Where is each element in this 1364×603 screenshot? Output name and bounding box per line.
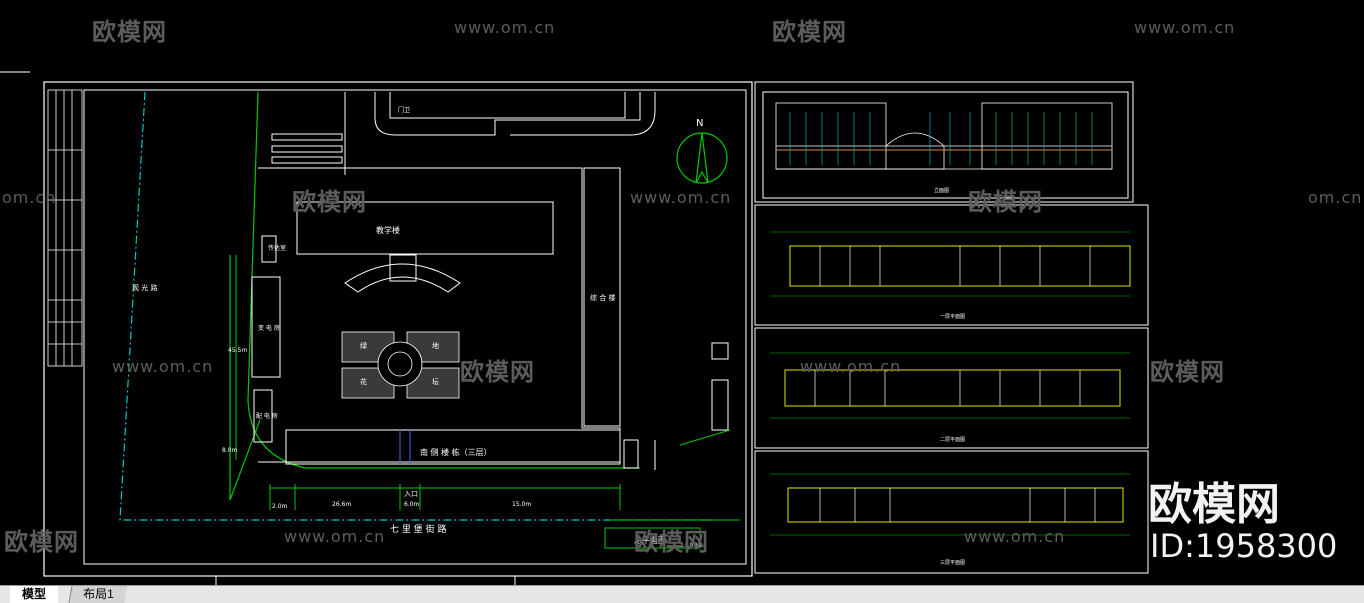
label-small-4: 门卫 [398, 106, 410, 114]
cad-drawing: N 门卫 教学楼 南 侧 楼 栋（三层） 传达室 变 电 房 配 电 房 观 光… [0, 71, 1149, 585]
label-garden-2: 地 [432, 341, 439, 350]
dim-3: 6.0m [404, 501, 420, 508]
floor-plan-sheet-1 [754, 204, 1149, 326]
label-building-bottom: 南 侧 楼 栋（三层） [420, 447, 492, 457]
building-south [285, 429, 621, 465]
axis-grid [770, 231, 1130, 536]
label-building-top: 教学楼 [376, 225, 400, 235]
label-small-2: 变 电 房 [258, 324, 280, 332]
label-left-road: 观 光 路 [132, 283, 157, 292]
tab-model[interactable]: 模型 [10, 586, 59, 603]
label-small-1: 传达室 [268, 244, 286, 252]
tab-layout1[interactable]: 布局1 [68, 586, 128, 603]
north-label: N [696, 118, 703, 129]
elevation-windows [789, 112, 1093, 165]
site-plan-scale: 1:1000 [680, 542, 701, 549]
road-lines [229, 91, 640, 501]
dim-v2: 8.0m [222, 447, 238, 454]
label-garden-1: 绿 [360, 341, 367, 350]
label-right-side: 综 合 楼 [590, 293, 615, 302]
dim-v1: 45.5m [228, 347, 247, 354]
label-garden-3: 花 [360, 377, 367, 386]
floor-plan-sheet-3 [754, 450, 1149, 574]
garden [341, 331, 460, 399]
site-boundary [119, 91, 715, 521]
dim-4: 15.0m [512, 501, 531, 508]
site-plan-sheet-border [43, 81, 753, 577]
elevation-sheet [754, 81, 1134, 203]
plan-1-title: 一层平面图 [940, 314, 965, 320]
plan-walls [784, 245, 1131, 523]
drawing-canvas[interactable]: N 门卫 教学楼 南 侧 楼 栋（三层） 传达室 变 电 房 配 电 房 观 光… [0, 0, 1364, 585]
dim-2: 26.6m [332, 501, 351, 508]
dim-1: 2.0m [272, 503, 288, 510]
building-north [296, 201, 554, 255]
title-block [47, 89, 83, 367]
plan-2-title: 二层平面图 [940, 437, 965, 443]
north-arrow-icon [676, 132, 728, 184]
plan-3-title: 三层平面图 [940, 560, 965, 566]
label-small-3: 配 电 房 [256, 412, 278, 420]
elevation-title: 立面图 [934, 187, 949, 194]
site-plan-title: 总平面图 [634, 535, 666, 545]
campus-buildings [251, 167, 729, 470]
tab-layout1-label: 布局1 [83, 587, 114, 601]
label-entrance: 入口 [404, 490, 418, 498]
floor-plan-sheet-2 [754, 327, 1149, 449]
label-street: 七 里 堡 街 路 [390, 523, 446, 535]
layout-tab-bar: 模型 布局1 [0, 585, 1364, 603]
label-garden-4: 坛 [432, 377, 439, 386]
